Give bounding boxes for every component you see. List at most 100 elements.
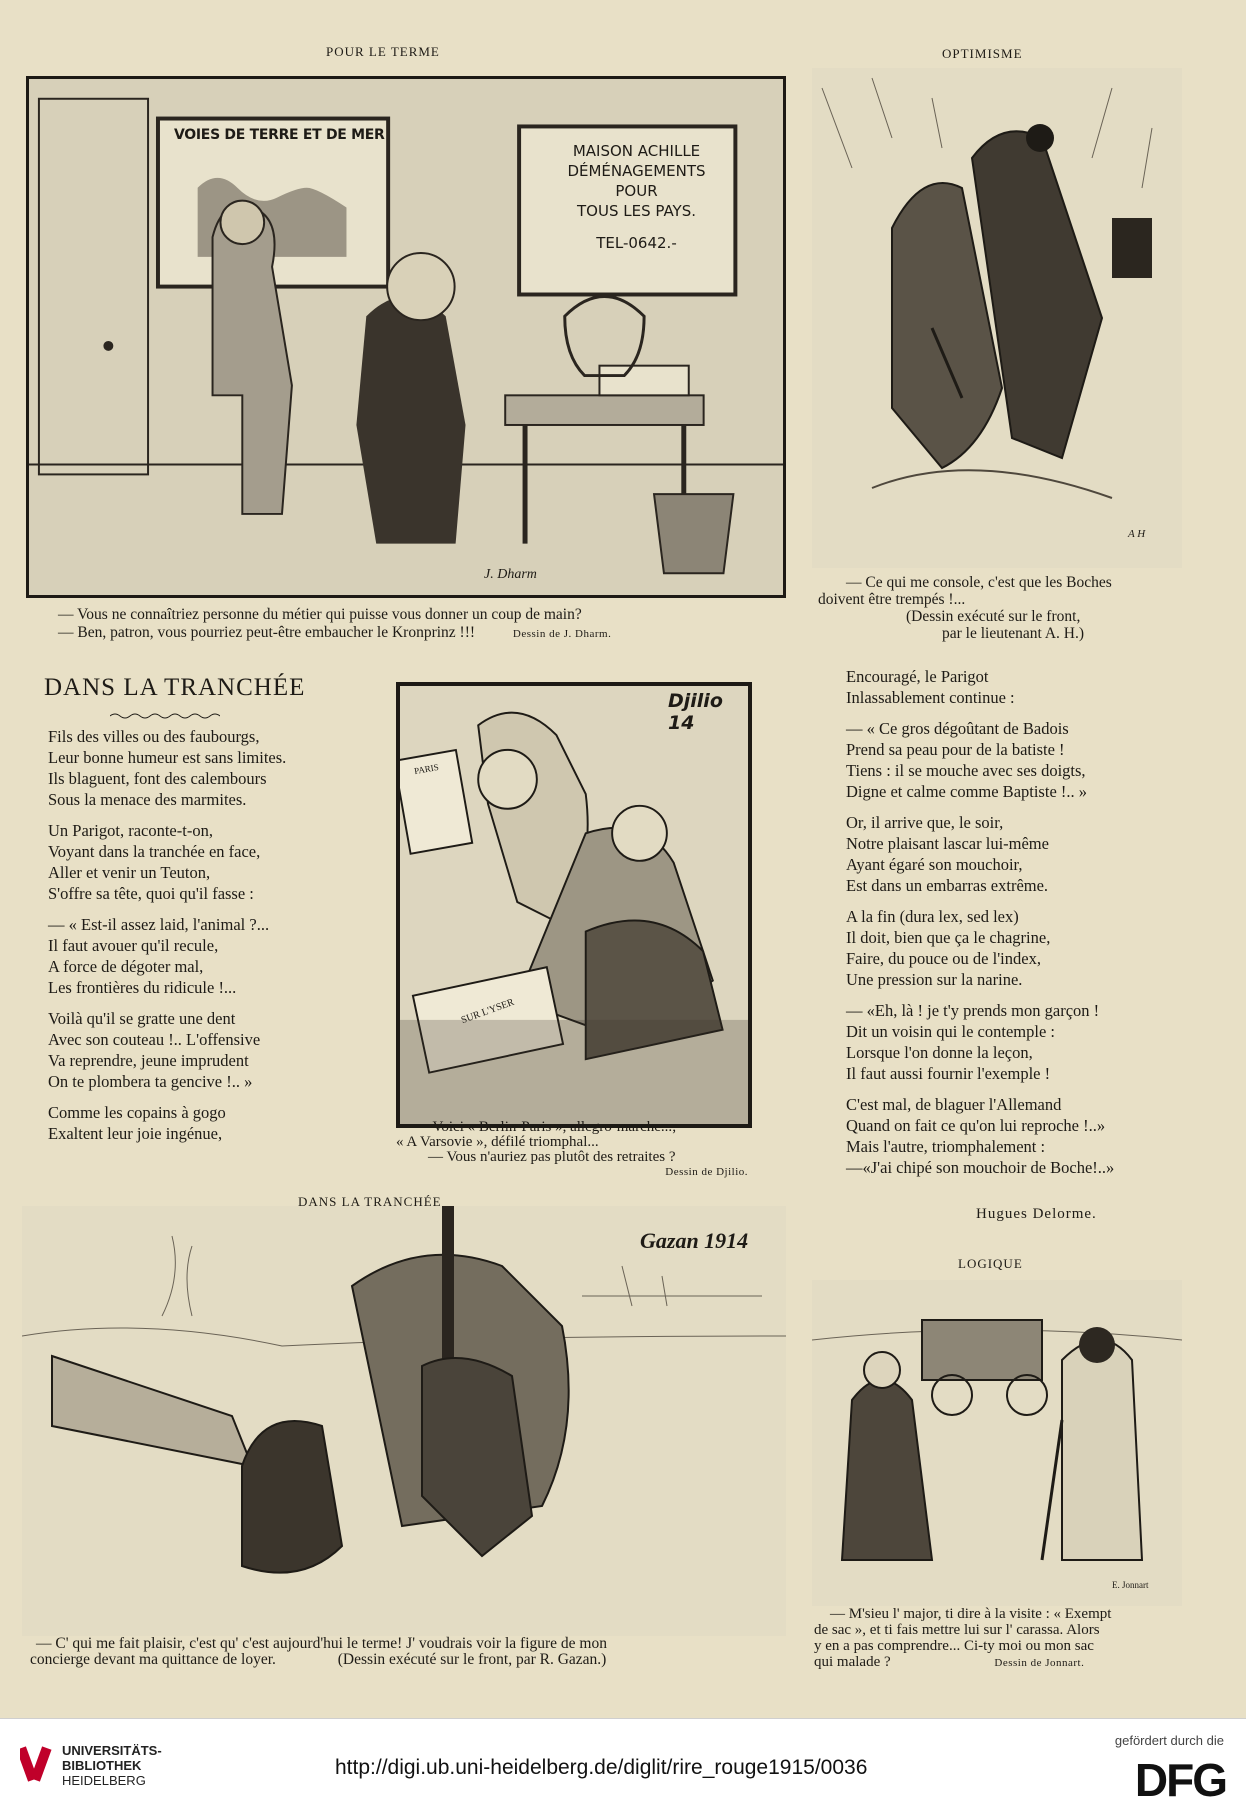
poem-line: — « Ce gros dégoûtant de Badois bbox=[846, 719, 1069, 738]
legend-line: y en a pas comprendre... Ci-ty moi ou mo… bbox=[814, 1638, 1094, 1654]
poem-line: Tiens : il se mouche avec ses doigts, bbox=[846, 761, 1086, 780]
poem-line: Va reprendre, jeune imprudent bbox=[48, 1051, 249, 1070]
poem-line: Comme les copains à gogo bbox=[48, 1103, 226, 1122]
poem-line: —«J'ai chipé son mouchoir de Boche!..» bbox=[846, 1158, 1115, 1177]
cartoon-terme-legend: — Vous ne connaîtriez personne du métier… bbox=[58, 606, 788, 643]
library-name-line: UNIVERSITÄTS- bbox=[62, 1743, 162, 1758]
cartoon-djilio-illustration: Djilio 14 PARIS SUR L'YSER bbox=[396, 682, 752, 1128]
poem-line: C'est mal, de blaguer l'Allemand bbox=[846, 1095, 1062, 1114]
library-name[interactable]: UNIVERSITÄTS- BIBLIOTHEK HEIDELBERG bbox=[62, 1743, 162, 1788]
legend-line: concierge devant ma quittance de loyer. bbox=[30, 1651, 276, 1668]
cartoon-tranchee-illustration: Gazan 1914 bbox=[22, 1206, 786, 1636]
poem-line: Prend sa peau pour de la batiste ! bbox=[846, 740, 1065, 759]
cartoon-title-terme: POUR LE TERME bbox=[326, 44, 440, 59]
poem-line: A la fin (dura lex, sed lex) bbox=[846, 907, 1019, 926]
poem-author: Hugues Delorme. bbox=[976, 1206, 1097, 1222]
gazan-signature: Gazan 1914 bbox=[640, 1228, 749, 1253]
poem-line: Faire, du pouce ou de l'index, bbox=[846, 949, 1041, 968]
legend-line: « A Varsovie », défilé triomphal... bbox=[396, 1134, 599, 1150]
jonnart-signature: E. Jonnart bbox=[1112, 1580, 1149, 1590]
poem-line: Ils blaguent, font des calembours bbox=[48, 769, 267, 788]
shop-sign-line-5: TEL-0642.- bbox=[596, 234, 677, 252]
poem-line: Il doit, bien que ça le chagrine, bbox=[846, 928, 1051, 947]
funding-note: gefördert durch die bbox=[1114, 1733, 1224, 1748]
poem-stanza: A la fin (dura lex, sed lex) Il doit, bie… bbox=[846, 906, 1226, 990]
credit-line-1: (Dessin exécuté sur le front, bbox=[906, 608, 1081, 625]
poem-heading: DANS LA TRANCHÉE bbox=[44, 674, 306, 701]
poem-line: Est dans un embarras extrême. bbox=[846, 876, 1049, 895]
shop-sign-line-1: MAISON ACHILLE bbox=[572, 142, 701, 160]
cartoon-title-logique: LOGIQUE bbox=[958, 1256, 1023, 1271]
magazine-page: POUR LE TERME VOIES DE TERRE ET DE MER M… bbox=[22, 44, 1226, 1671]
cartoon-logique-legend: — M'sieu l' major, ti dire à la visite :… bbox=[814, 1606, 1190, 1671]
poem-line: Notre plaisant lascar lui-même bbox=[846, 834, 1049, 853]
poem-line: Lorsque l'on donne la leçon, bbox=[846, 1043, 1033, 1062]
cartoon-optimisme-legend: — Ce qui me console, c'est que les Boche… bbox=[818, 574, 1188, 642]
cartoon-optimisme-illustration: A H bbox=[812, 68, 1182, 568]
viewer-footer: UNIVERSITÄTS- BIBLIOTHEK HEIDELBERG http… bbox=[0, 1718, 1246, 1813]
optimisme-signature: A H bbox=[1128, 528, 1146, 540]
poem-line: Les frontières du ridicule !... bbox=[48, 978, 237, 997]
djilio-signature: Djilio 14 bbox=[668, 690, 723, 734]
poem-stanza: — « Est-il assez laid, l'animal ?... Il f… bbox=[48, 914, 378, 998]
legend-line: — Voici « Berlin-Paris », allegro-marche… bbox=[414, 1119, 677, 1135]
legend-line: — Vous ne connaîtriez personne du métier… bbox=[58, 606, 582, 623]
shop-sign-line-2: DÉMÉNAGEMENTS bbox=[567, 162, 706, 180]
library-name-line: BIBLIOTHEK bbox=[62, 1758, 142, 1773]
poem-line: A force de dégoter mal, bbox=[48, 957, 204, 976]
poem-line: Exaltent leur joie ingénue, bbox=[48, 1124, 223, 1143]
cartoon-logique-illustration: E. Jonnart bbox=[812, 1280, 1182, 1606]
permalink-url[interactable]: http://digi.ub.uni-heidelberg.de/diglit/… bbox=[335, 1756, 868, 1779]
poem-line: Digne et calme comme Baptiste !.. » bbox=[846, 782, 1088, 801]
poem-line: Un Parigot, raconte-t-on, bbox=[48, 821, 213, 840]
poem-line: Voyant dans la tranchée en face, bbox=[48, 842, 261, 861]
shop-sign: MAISON ACHILLE DÉMÉNAGEMENTS POUR TOUS L… bbox=[549, 141, 724, 253]
cartoon-terme-illustration: VOIES DE TERRE ET DE MER MAISON ACHILLE … bbox=[26, 76, 786, 598]
map-sign-text: VOIES DE TERRE ET DE MER bbox=[174, 127, 385, 143]
cartoon-title-tranchee: DANS LA TRANCHÉE bbox=[298, 1194, 442, 1209]
credit: Dessin de Jonnart. bbox=[994, 1657, 1085, 1669]
poem-stanza: Fils des villes ou des faubourgs, Leur bo… bbox=[48, 726, 378, 810]
poem-line: Aller et venir un Teuton, bbox=[48, 863, 211, 882]
legend-line: — Vous n'auriez pas plutôt des retraites… bbox=[428, 1149, 676, 1165]
shop-sign-line-4: TOUS LES PAYS. bbox=[577, 202, 696, 220]
legend-line: — C' qui me fait plaisir, c'est qu' c'es… bbox=[36, 1635, 607, 1652]
university-logo-icon bbox=[20, 1746, 52, 1782]
poem-line: Inlassablement continue : bbox=[846, 688, 1015, 707]
poem-line: Il faut avouer qu'il recule, bbox=[48, 936, 219, 955]
poem-line: Voilà qu'il se gratte une dent bbox=[48, 1009, 236, 1028]
cartoon-djilio-legend: — Voici « Berlin-Paris », allegro-marche… bbox=[392, 1120, 754, 1180]
dfg-logo[interactable]: DFG bbox=[1134, 1754, 1228, 1806]
poem-line: Quand on fait ce qu'on lui reproche !..» bbox=[846, 1116, 1106, 1135]
poem-line: Mais l'autre, triomphalement : bbox=[846, 1137, 1046, 1156]
poem-line: — «Eh, là ! je t'y prends mon garçon ! bbox=[846, 1001, 1100, 1020]
poem-line: — « Est-il assez laid, l'animal ?... bbox=[48, 915, 270, 934]
shop-sign-line-3: POUR bbox=[615, 182, 658, 200]
cartoon-tranchee-legend: — C' qui me fait plaisir, c'est qu' c'es… bbox=[30, 1636, 786, 1668]
poem-line: S'offre sa tête, quoi qu'il fasse : bbox=[48, 884, 254, 903]
poem-line: Il faut aussi fournir l'exemple ! bbox=[846, 1064, 1051, 1083]
poem-line: Leur bonne humeur est sans limites. bbox=[48, 748, 287, 767]
poem-stanza: — «Eh, là ! je t'y prends mon garçon !Di… bbox=[846, 1000, 1226, 1084]
poem-stanza: Un Parigot, raconte-t-on, Voyant dans la … bbox=[48, 820, 378, 904]
legend-line: doivent être trempés !... bbox=[818, 591, 966, 608]
poem-stanza: Or, il arrive que, le soir,Notre plaisan… bbox=[846, 812, 1226, 896]
legend-line: — M'sieu l' major, ti dire à la visite :… bbox=[830, 1606, 1112, 1622]
heading-ornament bbox=[110, 713, 220, 719]
credit: Dessin de Djilio. bbox=[665, 1166, 748, 1178]
library-name-line: HEIDELBERG bbox=[62, 1773, 146, 1788]
credit: Dessin de J. Dharm. bbox=[512, 628, 612, 640]
artist-signature: J. Dharm bbox=[484, 567, 537, 582]
legend-line: de sac », et ti fais mettre lui sur l' c… bbox=[814, 1622, 1100, 1638]
poem-line: Encouragé, le Parigot bbox=[846, 667, 989, 686]
poem-line: Sous la menace des marmites. bbox=[48, 790, 247, 809]
poem-line: Fils des villes ou des faubourgs, bbox=[48, 727, 260, 746]
credit: (Dessin exécuté sur le front, par R. Gaz… bbox=[337, 1651, 607, 1668]
poem-line: Ayant égaré son mouchoir, bbox=[846, 855, 1023, 874]
poem-line: Avec son couteau !.. L'offensive bbox=[48, 1030, 261, 1049]
